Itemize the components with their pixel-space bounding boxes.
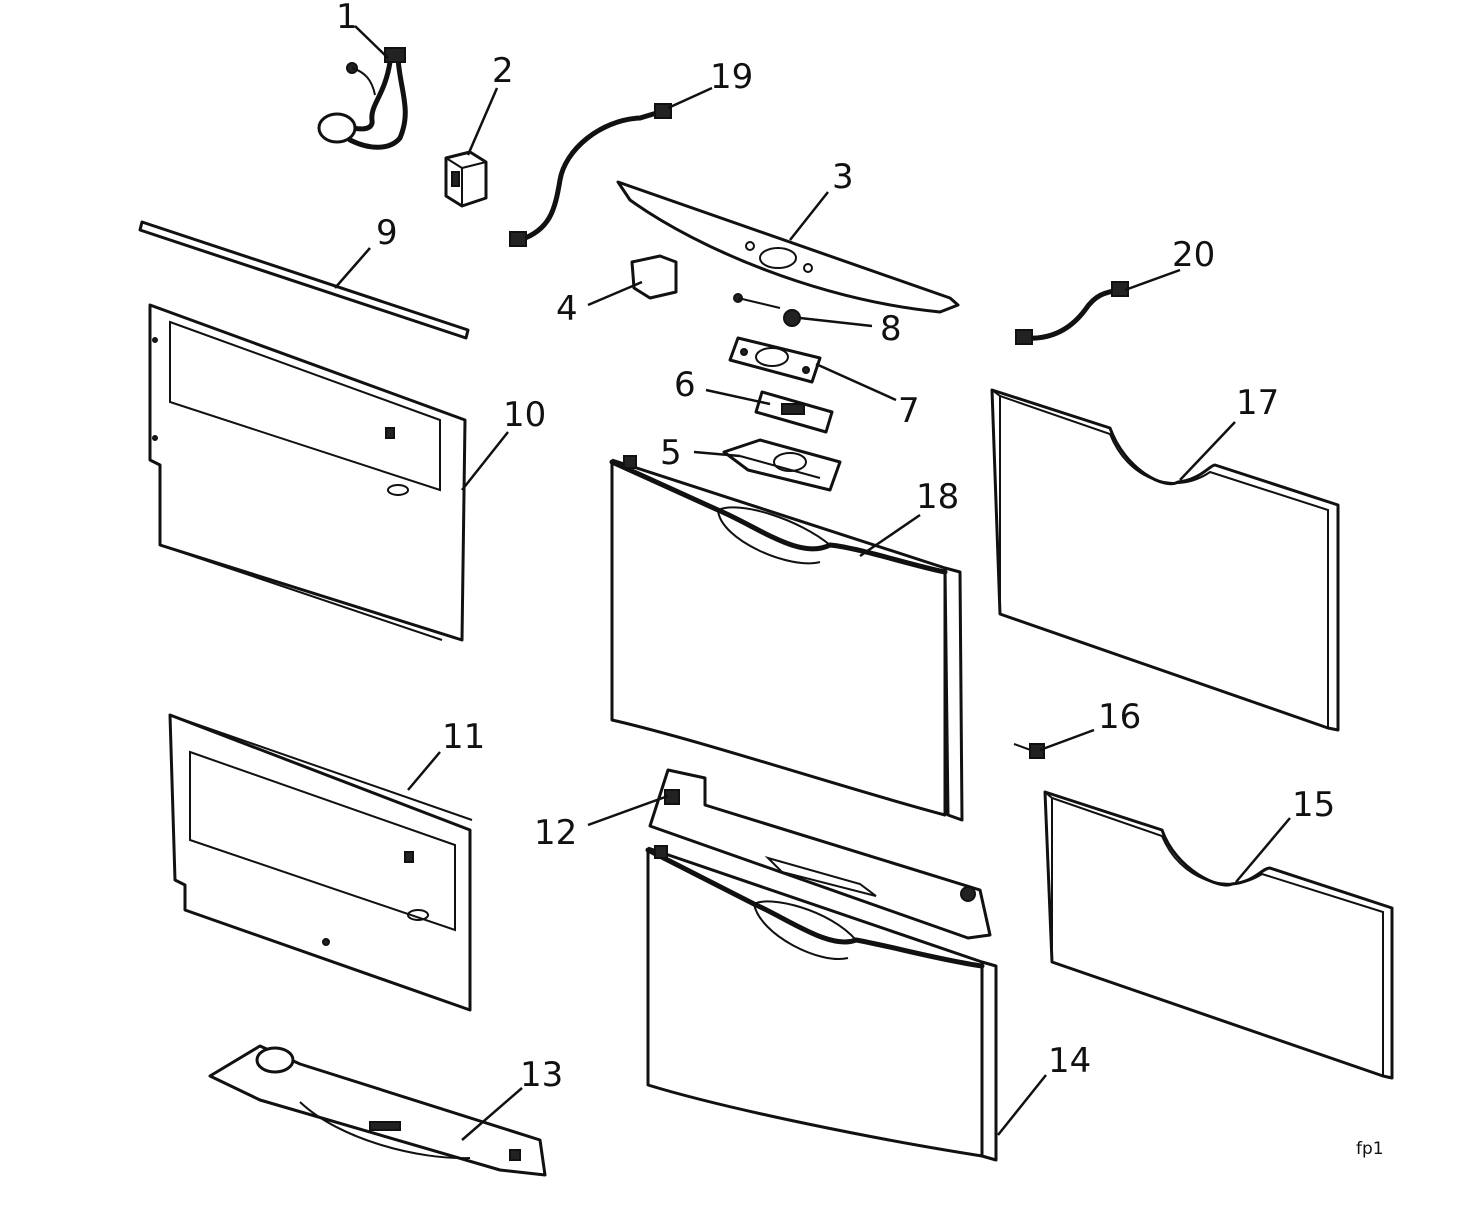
leader-2 <box>466 87 499 156</box>
callout-11: 11 <box>442 717 485 757</box>
leader-6 <box>705 388 771 406</box>
leader-9 <box>334 247 371 289</box>
part-7-switch-bracket <box>728 336 822 384</box>
leader-19 <box>667 86 713 110</box>
part-16-screw <box>1013 743 1045 759</box>
callout-19: 19 <box>710 57 753 97</box>
part-5-latch <box>722 438 842 492</box>
callout-14: 14 <box>1048 1041 1091 1081</box>
callout-8: 8 <box>880 309 902 349</box>
leader-14 <box>997 1074 1047 1136</box>
leader-18 <box>859 513 921 558</box>
callout-17: 17 <box>1236 383 1279 423</box>
callout-1: 1 <box>336 0 358 37</box>
callout-10: 10 <box>503 395 546 435</box>
part-19-cable <box>509 103 672 247</box>
part-6-board <box>754 390 834 434</box>
part-3-control-fascia <box>616 180 960 314</box>
callout-2: 2 <box>492 51 514 91</box>
callout-9: 9 <box>376 213 398 253</box>
callout-16: 16 <box>1098 697 1141 737</box>
callout-5: 5 <box>660 433 682 473</box>
leader-12 <box>587 794 669 827</box>
callout-7: 7 <box>898 391 920 431</box>
callout-3: 3 <box>832 157 854 197</box>
leader-15 <box>1235 817 1291 883</box>
leader-16 <box>1039 728 1095 752</box>
part-8-screw <box>733 293 801 327</box>
callout-20: 20 <box>1172 235 1215 275</box>
callout-18: 18 <box>916 477 959 517</box>
callout-labels: 1 2 3 4 5 6 7 8 9 10 11 12 13 14 15 16 1… <box>336 0 1335 1095</box>
leader-4 <box>587 280 643 307</box>
part-9-trim-strip <box>138 220 470 340</box>
part-10-inner-panel <box>148 303 467 642</box>
leader-11 <box>407 751 441 791</box>
part-17-door-panel <box>990 388 1340 732</box>
part-15-door-panel <box>1043 790 1394 1080</box>
callout-15: 15 <box>1292 785 1335 825</box>
leader-5 <box>693 450 741 458</box>
part-20-cable <box>1015 281 1129 345</box>
part-18-door-front <box>609 455 964 822</box>
callout-6: 6 <box>674 365 696 405</box>
leader-7 <box>815 362 897 402</box>
page-code: fp1 <box>1356 1139 1384 1159</box>
leader-10 <box>461 431 509 491</box>
part-2-switch <box>444 150 488 208</box>
part-14-door-front <box>645 845 998 1162</box>
part-1-wire-harness <box>317 47 408 150</box>
leader-13 <box>461 1087 523 1141</box>
part-11-inner-panel <box>168 713 473 1012</box>
leader-lines <box>334 25 1291 1141</box>
leader-8 <box>799 316 873 328</box>
leader-1 <box>354 25 389 59</box>
leader-17 <box>1179 421 1236 481</box>
part-4-clip <box>630 254 678 300</box>
leader-20 <box>1124 268 1181 292</box>
part-13-handle-bracket <box>208 1044 547 1177</box>
callout-12: 12 <box>534 813 577 853</box>
callout-4: 4 <box>556 289 578 329</box>
leader-3 <box>789 191 829 241</box>
part-12-liner-top <box>648 768 992 940</box>
callout-13: 13 <box>520 1055 563 1095</box>
